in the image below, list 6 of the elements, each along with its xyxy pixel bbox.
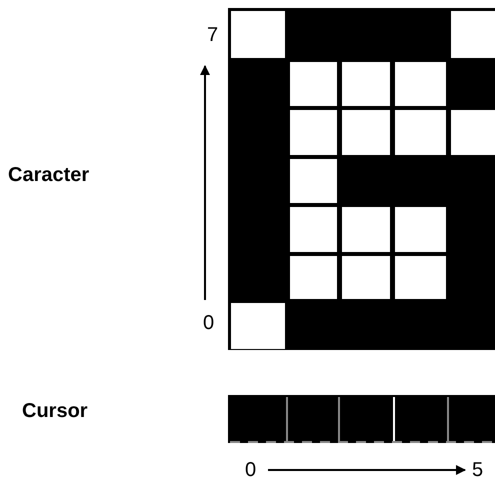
row-label: Caracter <box>8 164 90 186</box>
row-label: Cursor <box>22 400 88 422</box>
axis-label: 0 <box>203 312 214 334</box>
axis-label: 7 <box>207 24 218 46</box>
axis-label: 0 <box>245 459 256 481</box>
axis-label: 5 <box>472 459 484 481</box>
